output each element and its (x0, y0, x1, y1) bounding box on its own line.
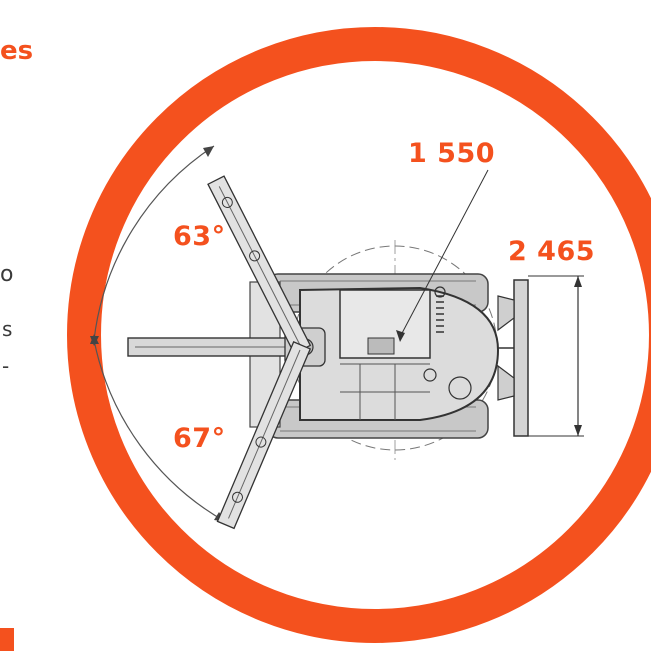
tail-swing-radius-label: 1 550 (408, 138, 496, 169)
tail-swing-leader (399, 169, 489, 338)
swing-angle-right-label: 67° (173, 423, 226, 454)
dozer-blade (497, 279, 529, 437)
side-text-fragment-2: s (2, 317, 13, 341)
seat (367, 337, 395, 355)
side-text-fragment-1: o (0, 262, 14, 287)
boom-swing-left (207, 175, 312, 355)
boom-swing-right (216, 341, 312, 530)
highlight-ring (67, 27, 651, 643)
slew-ring (448, 376, 472, 400)
hydraulic-cap (423, 368, 437, 382)
side-text-fragment-3: - (2, 354, 10, 378)
fuel-cap (434, 286, 446, 298)
heading-fragment: es (0, 36, 34, 66)
track-width-label: 2 465 (508, 236, 596, 267)
arc-arrow-mid-down (90, 336, 99, 346)
accent-bar-fragment (0, 628, 14, 651)
deck-lines (340, 363, 430, 420)
engine-grille (436, 295, 444, 333)
swing-angle-left-label: 63° (173, 221, 226, 252)
dimension-arrow-bottom (574, 425, 582, 436)
dimension-arrow-top (574, 276, 582, 287)
arc-arrow-top (203, 146, 214, 157)
tail-swing-leader-arrow (396, 330, 405, 342)
